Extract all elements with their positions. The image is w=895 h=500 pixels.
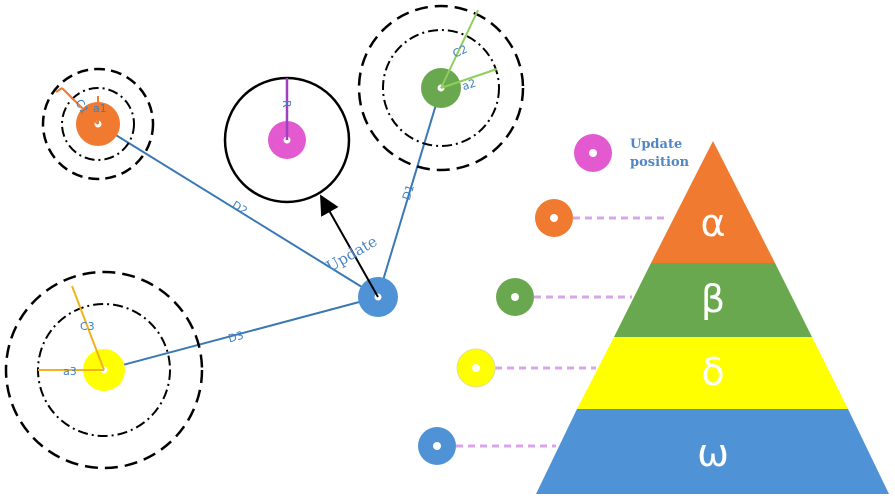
alpha-outer-ring xyxy=(41,67,155,181)
pyramid-beta-label: β xyxy=(701,277,725,321)
beta-wolf-group: C2 a2 xyxy=(357,4,525,172)
d1-label: D1 xyxy=(400,183,417,202)
c3-label: C3 xyxy=(80,320,95,333)
legend-update-icon-center xyxy=(589,149,597,157)
pyramid-omega-tier xyxy=(536,409,889,494)
pyramid-omega-label: ω xyxy=(697,431,729,475)
pyramid-beta-tier xyxy=(614,263,812,337)
update-arrow-line xyxy=(320,194,379,298)
beta-marker-center xyxy=(511,293,519,301)
pyramid-delta-tier xyxy=(577,337,848,409)
a3-label: a3 xyxy=(63,365,77,378)
distance-lines xyxy=(97,87,442,371)
legend-update-position: Update position xyxy=(574,134,690,172)
hierarchy-pyramid: α β δ ω xyxy=(536,141,889,494)
c2-label: C2 xyxy=(451,43,470,61)
omega-marker-center xyxy=(433,442,441,450)
beta-a-line xyxy=(440,68,498,89)
alpha-inner-ring xyxy=(61,87,135,161)
legend-line1: Update xyxy=(630,137,682,152)
update-target-group: R xyxy=(223,76,351,204)
delta-wolf-group: C3 a3 xyxy=(4,270,204,470)
a1-label: a1 xyxy=(93,102,107,115)
alpha-wolf-group: C1 a1 xyxy=(41,67,155,181)
pyramid-delta-label: δ xyxy=(701,350,724,394)
a2-label: a2 xyxy=(461,77,478,94)
beta-c-line xyxy=(440,9,479,89)
delta-outer-ring xyxy=(4,270,204,470)
pyramid-alpha-tier xyxy=(651,141,775,263)
d3-label: D3 xyxy=(227,329,245,346)
delta-marker-center xyxy=(472,364,480,372)
pyramid-markers xyxy=(418,199,668,465)
r-label: R xyxy=(280,100,293,108)
legend-line2: position xyxy=(630,155,690,170)
alpha-c-tick xyxy=(55,87,63,93)
line-d3 xyxy=(103,296,379,371)
alpha-c-line xyxy=(61,87,99,125)
line-d1 xyxy=(377,87,442,298)
line-d2 xyxy=(97,123,379,298)
c1-label: C1 xyxy=(73,97,92,116)
beta-outer-ring xyxy=(357,4,525,172)
update-arrow-label: Update xyxy=(323,232,380,275)
delta-c-line xyxy=(71,285,105,371)
alpha-marker-center xyxy=(550,214,558,222)
pyramid-alpha-label: α xyxy=(700,201,725,245)
beta-inner-ring xyxy=(382,29,500,147)
